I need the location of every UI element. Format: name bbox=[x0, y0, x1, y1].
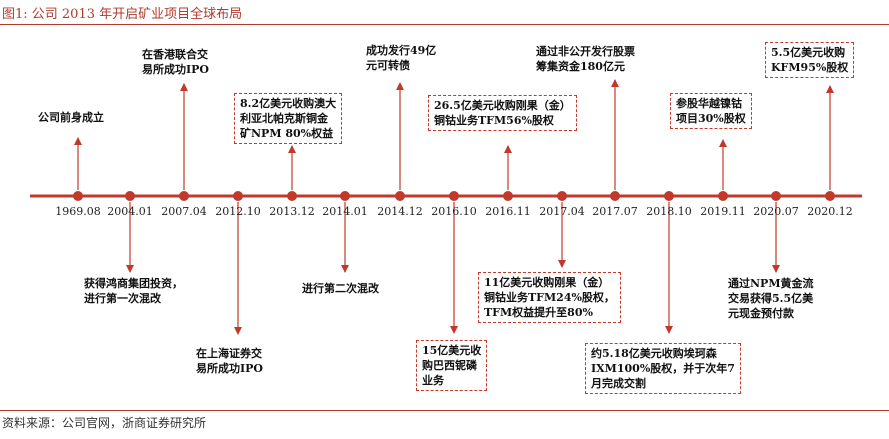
date-label: 2017.07 bbox=[592, 205, 638, 218]
timeline-node bbox=[340, 191, 350, 201]
date-label: 2017.04 bbox=[539, 205, 585, 218]
event-label: 11亿美元收购刚果（金） 铜钴业务TFM24%股权， TFM权益提升至80% bbox=[478, 272, 621, 323]
date-label: 2013.12 bbox=[269, 205, 315, 218]
timeline-node bbox=[73, 191, 83, 201]
event-label: 5.5亿美元收购 KFM95%股权 bbox=[765, 42, 855, 78]
timeline-node bbox=[557, 191, 567, 201]
date-label: 2019.11 bbox=[700, 205, 746, 218]
timeline-node bbox=[233, 191, 243, 201]
event-label: 26.5亿美元收购刚果（金） 铜钴业务TFM56%股权 bbox=[428, 95, 577, 131]
source-note: 资料来源：公司官网，浙商证券研究所 bbox=[2, 416, 207, 430]
date-label: 2007.04 bbox=[161, 205, 207, 218]
date-label: 2012.10 bbox=[215, 205, 261, 218]
date-label: 2014.01 bbox=[322, 205, 368, 218]
event-label: 公司前身成立 bbox=[38, 111, 104, 124]
timeline-node bbox=[825, 191, 835, 201]
timeline-node bbox=[718, 191, 728, 201]
timeline-node bbox=[771, 191, 781, 201]
timeline-node bbox=[395, 191, 405, 201]
date-label: 2020.12 bbox=[807, 205, 853, 218]
event-label: 在香港联合交 易所成功IPO bbox=[142, 48, 209, 76]
timeline-node bbox=[610, 191, 620, 201]
event-label: 通过非公开发行股票 筹集资金180亿元 bbox=[536, 45, 635, 73]
timeline-diagram bbox=[30, 79, 862, 335]
event-label: 获得鸿商集团投资， 进行第一次混改 bbox=[84, 277, 183, 305]
date-label: 2020.07 bbox=[753, 205, 799, 218]
timeline-node bbox=[287, 191, 297, 201]
event-label: 通过NPM黄金流 交易获得5.5亿美 元现金预付款 bbox=[728, 277, 814, 320]
date-label: 2016.11 bbox=[485, 205, 531, 218]
event-label: 参股华越镍钴 项目30%股权 bbox=[670, 93, 752, 129]
timeline-node bbox=[503, 191, 513, 201]
title-rule bbox=[0, 24, 889, 25]
event-label: 8.2亿美元收购澳大 利亚北帕克斯铜金 矿NPM 80%权益 bbox=[234, 93, 343, 144]
event-label: 进行第二次混改 bbox=[302, 282, 379, 295]
event-label: 在上海证券交 易所成功IPO bbox=[196, 347, 263, 375]
timeline-node bbox=[125, 191, 135, 201]
footer-rule bbox=[0, 410, 889, 411]
event-label: 15亿美元收 购巴西铌磷 业务 bbox=[416, 340, 488, 391]
date-label: 2004.01 bbox=[107, 205, 153, 218]
timeline-node bbox=[664, 191, 674, 201]
date-label: 2016.10 bbox=[431, 205, 477, 218]
date-label: 2014.12 bbox=[377, 205, 423, 218]
date-label: 2018.10 bbox=[646, 205, 692, 218]
date-label: 1969.08 bbox=[55, 205, 101, 218]
event-label: 约5.18亿美元收购埃珂森 IXM100%股权，并于次年7 月完成交割 bbox=[585, 343, 741, 394]
timeline-node bbox=[449, 191, 459, 201]
event-label: 成功发行49亿 元可转债 bbox=[366, 44, 437, 72]
figure-title: 图1: 公司 2013 年开启矿业项目全球布局 bbox=[2, 7, 243, 22]
timeline-node bbox=[179, 191, 189, 201]
